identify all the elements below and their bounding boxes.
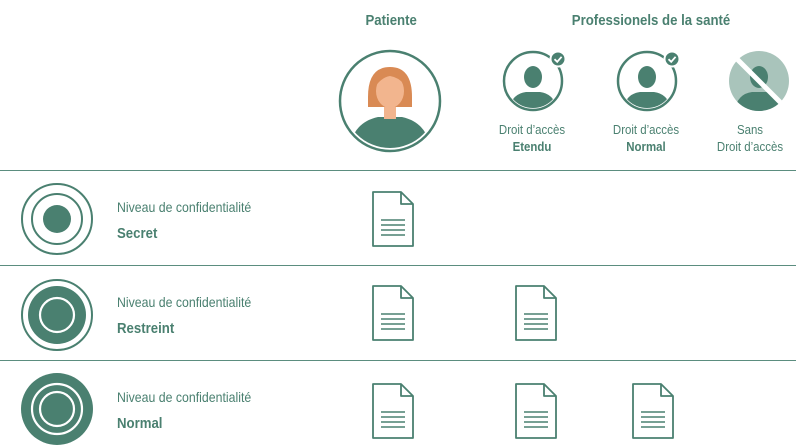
restreint-level-name: Restreint xyxy=(117,320,175,337)
normal-level-label: Niveau de confidentialité xyxy=(117,389,252,405)
professional-normal-line1: Droit d’accès xyxy=(612,122,680,137)
normal-level-name: Normal xyxy=(117,415,163,432)
professional-normal-avatar-icon xyxy=(616,50,682,112)
normal-etendu-document-icon xyxy=(514,382,558,440)
restreint-etendu-document-icon xyxy=(514,284,558,342)
professionals-header: Professionels de la santé xyxy=(571,12,731,29)
patient-avatar-icon xyxy=(338,49,442,153)
professional-normal-line2: Normal xyxy=(626,139,666,154)
professional-normal-caption: Droit d’accès Normal xyxy=(606,121,687,155)
secret-patient-document-icon xyxy=(371,190,415,248)
row-divider xyxy=(0,360,796,361)
secret-level-name: Secret xyxy=(117,225,158,242)
normal-normal-document-icon xyxy=(631,382,675,440)
professional-etendu-avatar-icon xyxy=(502,50,568,112)
professional-no-access-line2: Droit d’accès xyxy=(716,139,784,154)
restreint-patient-document-icon xyxy=(371,284,415,342)
row-divider xyxy=(0,170,796,171)
professional-etendu-line1: Droit d’accès xyxy=(498,122,566,137)
restreint-target-icon xyxy=(20,278,94,352)
professional-no-access-line1: Sans xyxy=(736,122,764,137)
normal-patient-document-icon xyxy=(371,382,415,440)
secret-target-icon xyxy=(20,182,94,256)
professional-no-access-caption: Sans Droit d’accès xyxy=(710,121,791,155)
patient-header: Patiente xyxy=(365,12,417,29)
secret-level-label: Niveau de confidentialité xyxy=(117,199,252,215)
restreint-level-label: Niveau de confidentialité xyxy=(117,294,252,310)
professional-etendu-line2: Etendu xyxy=(512,139,552,154)
row-divider xyxy=(0,265,796,266)
professional-etendu-caption: Droit d’accès Etendu xyxy=(492,121,573,155)
professional-no-access-avatar-icon xyxy=(727,50,791,112)
normal-target-icon xyxy=(20,372,94,446)
